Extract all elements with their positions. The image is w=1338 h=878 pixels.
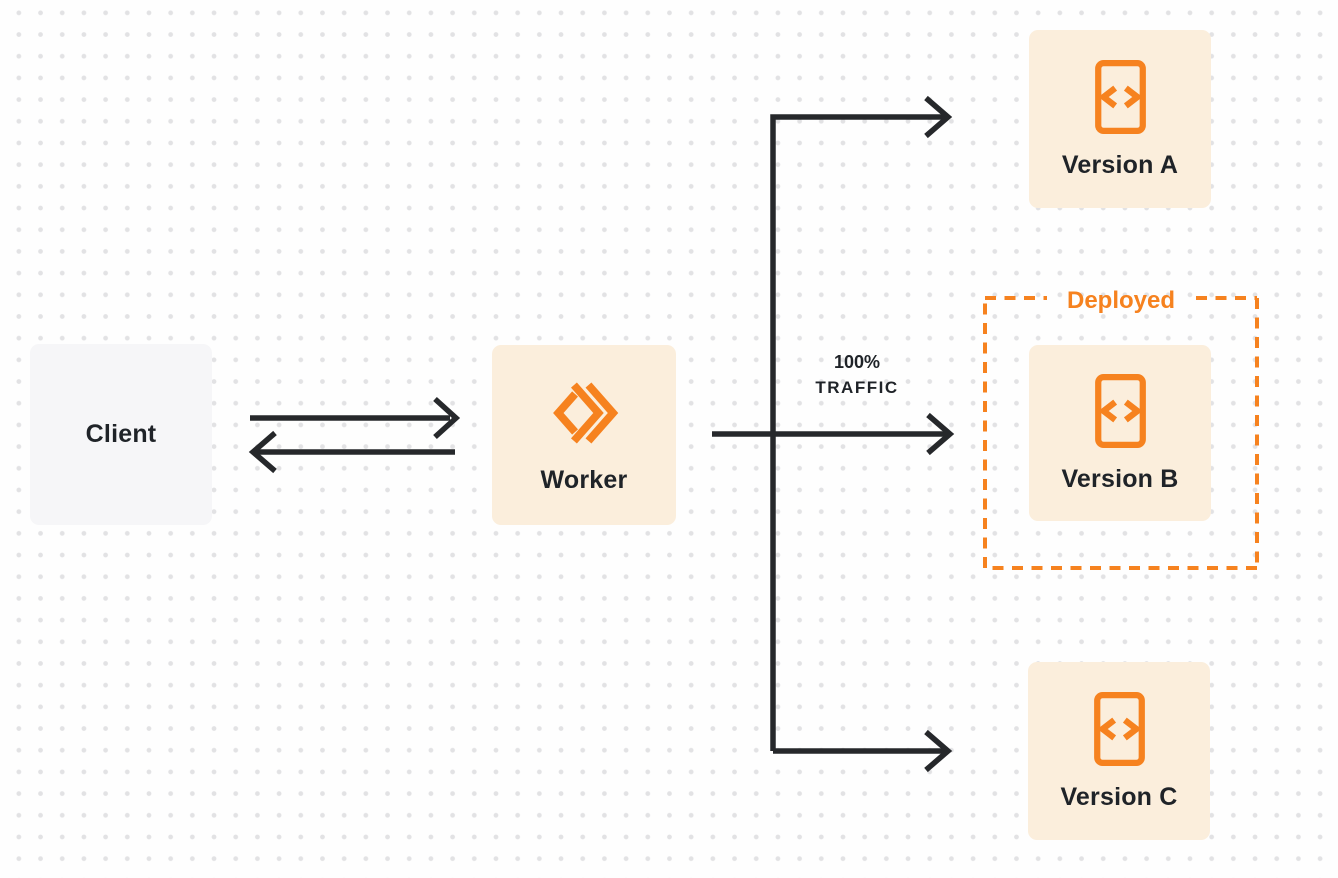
version-a-arrowhead-icon [924, 95, 953, 139]
branch-to-version-a-line [770, 114, 944, 751]
version-c-label: Version C [1060, 783, 1178, 811]
worker-to-client-arrowhead-icon [248, 430, 277, 474]
client-node: Client [30, 344, 212, 525]
version-c-node: Version C [1028, 662, 1210, 840]
traffic-word: TRAFFIC [815, 378, 899, 397]
cloudflare-workers-icon [553, 382, 619, 444]
version-b-arrowhead-icon [926, 412, 955, 456]
traffic-annotation: 100% TRAFFIC [787, 350, 927, 401]
worker-node: Worker [492, 345, 676, 525]
code-document-icon [1093, 692, 1145, 766]
client-label: Client [85, 420, 157, 448]
code-document-icon [1094, 374, 1146, 448]
version-b-node: Version B [1029, 345, 1211, 521]
client-to-worker-arrowhead-icon [433, 396, 461, 440]
code-document-icon [1094, 60, 1146, 134]
deployed-annotation: Deployed [1066, 287, 1176, 314]
version-a-label: Version A [1061, 151, 1179, 179]
version-b-label: Version B [1061, 465, 1179, 493]
worker-label: Worker [540, 466, 628, 494]
version-a-node: Version A [1029, 30, 1211, 208]
version-c-arrowhead-icon [924, 729, 953, 773]
traffic-percent: 100% [833, 352, 881, 372]
